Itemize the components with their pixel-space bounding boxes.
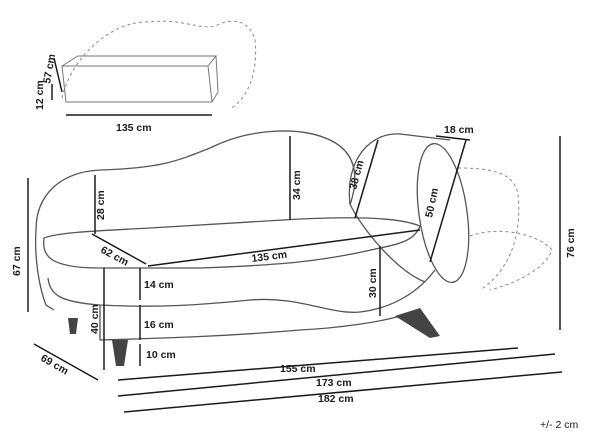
- label-box-width: 135 cm: [116, 122, 152, 134]
- sofa-back: [35, 130, 356, 231]
- right-scroll-dashed: [457, 167, 553, 291]
- label-box-height-a: 57 cm: [41, 53, 58, 84]
- label-total-height-right: 76 cm: [565, 228, 577, 258]
- seat-top: [43, 217, 421, 239]
- dim-line-width-c: [123, 371, 563, 413]
- label-width-a: 155 cm: [280, 363, 316, 375]
- dim-line-seat-depth: [91, 233, 147, 265]
- box-front: [61, 65, 213, 103]
- label-cushion-depth: 18 cm: [444, 124, 474, 136]
- bolster-cushion-side-bottom: [349, 203, 426, 283]
- box-top: [61, 55, 218, 67]
- label-width-c: 182 cm: [318, 393, 354, 405]
- sofa-base-bottom: [99, 305, 401, 341]
- label-seat-depth: 62 cm: [99, 244, 131, 269]
- label-base-height: 16 cm: [144, 319, 174, 331]
- tolerance-note: +/- 2 cm: [540, 419, 578, 431]
- label-cushion-thickness: 14 cm: [144, 279, 174, 291]
- chaise-lounge: 18 cm 38 cm 50 cm 34 cm 28 cm 62 cm 135 …: [11, 124, 577, 413]
- dim-line-cushion-depth: [435, 135, 471, 141]
- label-arm-height: 28 cm: [95, 190, 107, 220]
- box-side: [211, 55, 219, 103]
- storage-box-view: 57 cm 12 cm 135 cm: [34, 20, 257, 134]
- label-back-height: 34 cm: [291, 170, 303, 200]
- label-box-height-b: 12 cm: [34, 80, 46, 110]
- dim-line-cushion-width: [354, 139, 379, 219]
- dim-line-width-b: [117, 353, 556, 397]
- label-width-b: 173 cm: [316, 377, 352, 389]
- sofa-left-arm: [34, 229, 55, 311]
- dim-line-seat-width: [147, 229, 421, 267]
- dim-line-box-height-a: [53, 57, 63, 93]
- label-seat-width: 135 cm: [251, 249, 288, 265]
- sofa-base: [47, 269, 436, 313]
- label-seat-to-floor-side: 30 cm: [367, 268, 379, 298]
- leg-front-left: [112, 340, 128, 366]
- leg-right: [395, 308, 440, 338]
- bolster-cushion-side: [348, 133, 451, 205]
- label-total-height: 67 cm: [11, 246, 23, 276]
- label-seat-height: 40 cm: [89, 304, 101, 334]
- seat-front-top: [43, 225, 421, 269]
- box-sofa-silhouette: [61, 20, 257, 109]
- dim-line-cushion-length: [429, 139, 467, 263]
- dim-line-width-a: [117, 347, 519, 381]
- label-leg-height: 10 cm: [146, 349, 176, 361]
- dim-line-depth: [33, 343, 99, 381]
- leg-back-left: [68, 318, 78, 334]
- bolster-cushion: [416, 142, 470, 284]
- label-cushion-length: 50 cm: [423, 187, 441, 219]
